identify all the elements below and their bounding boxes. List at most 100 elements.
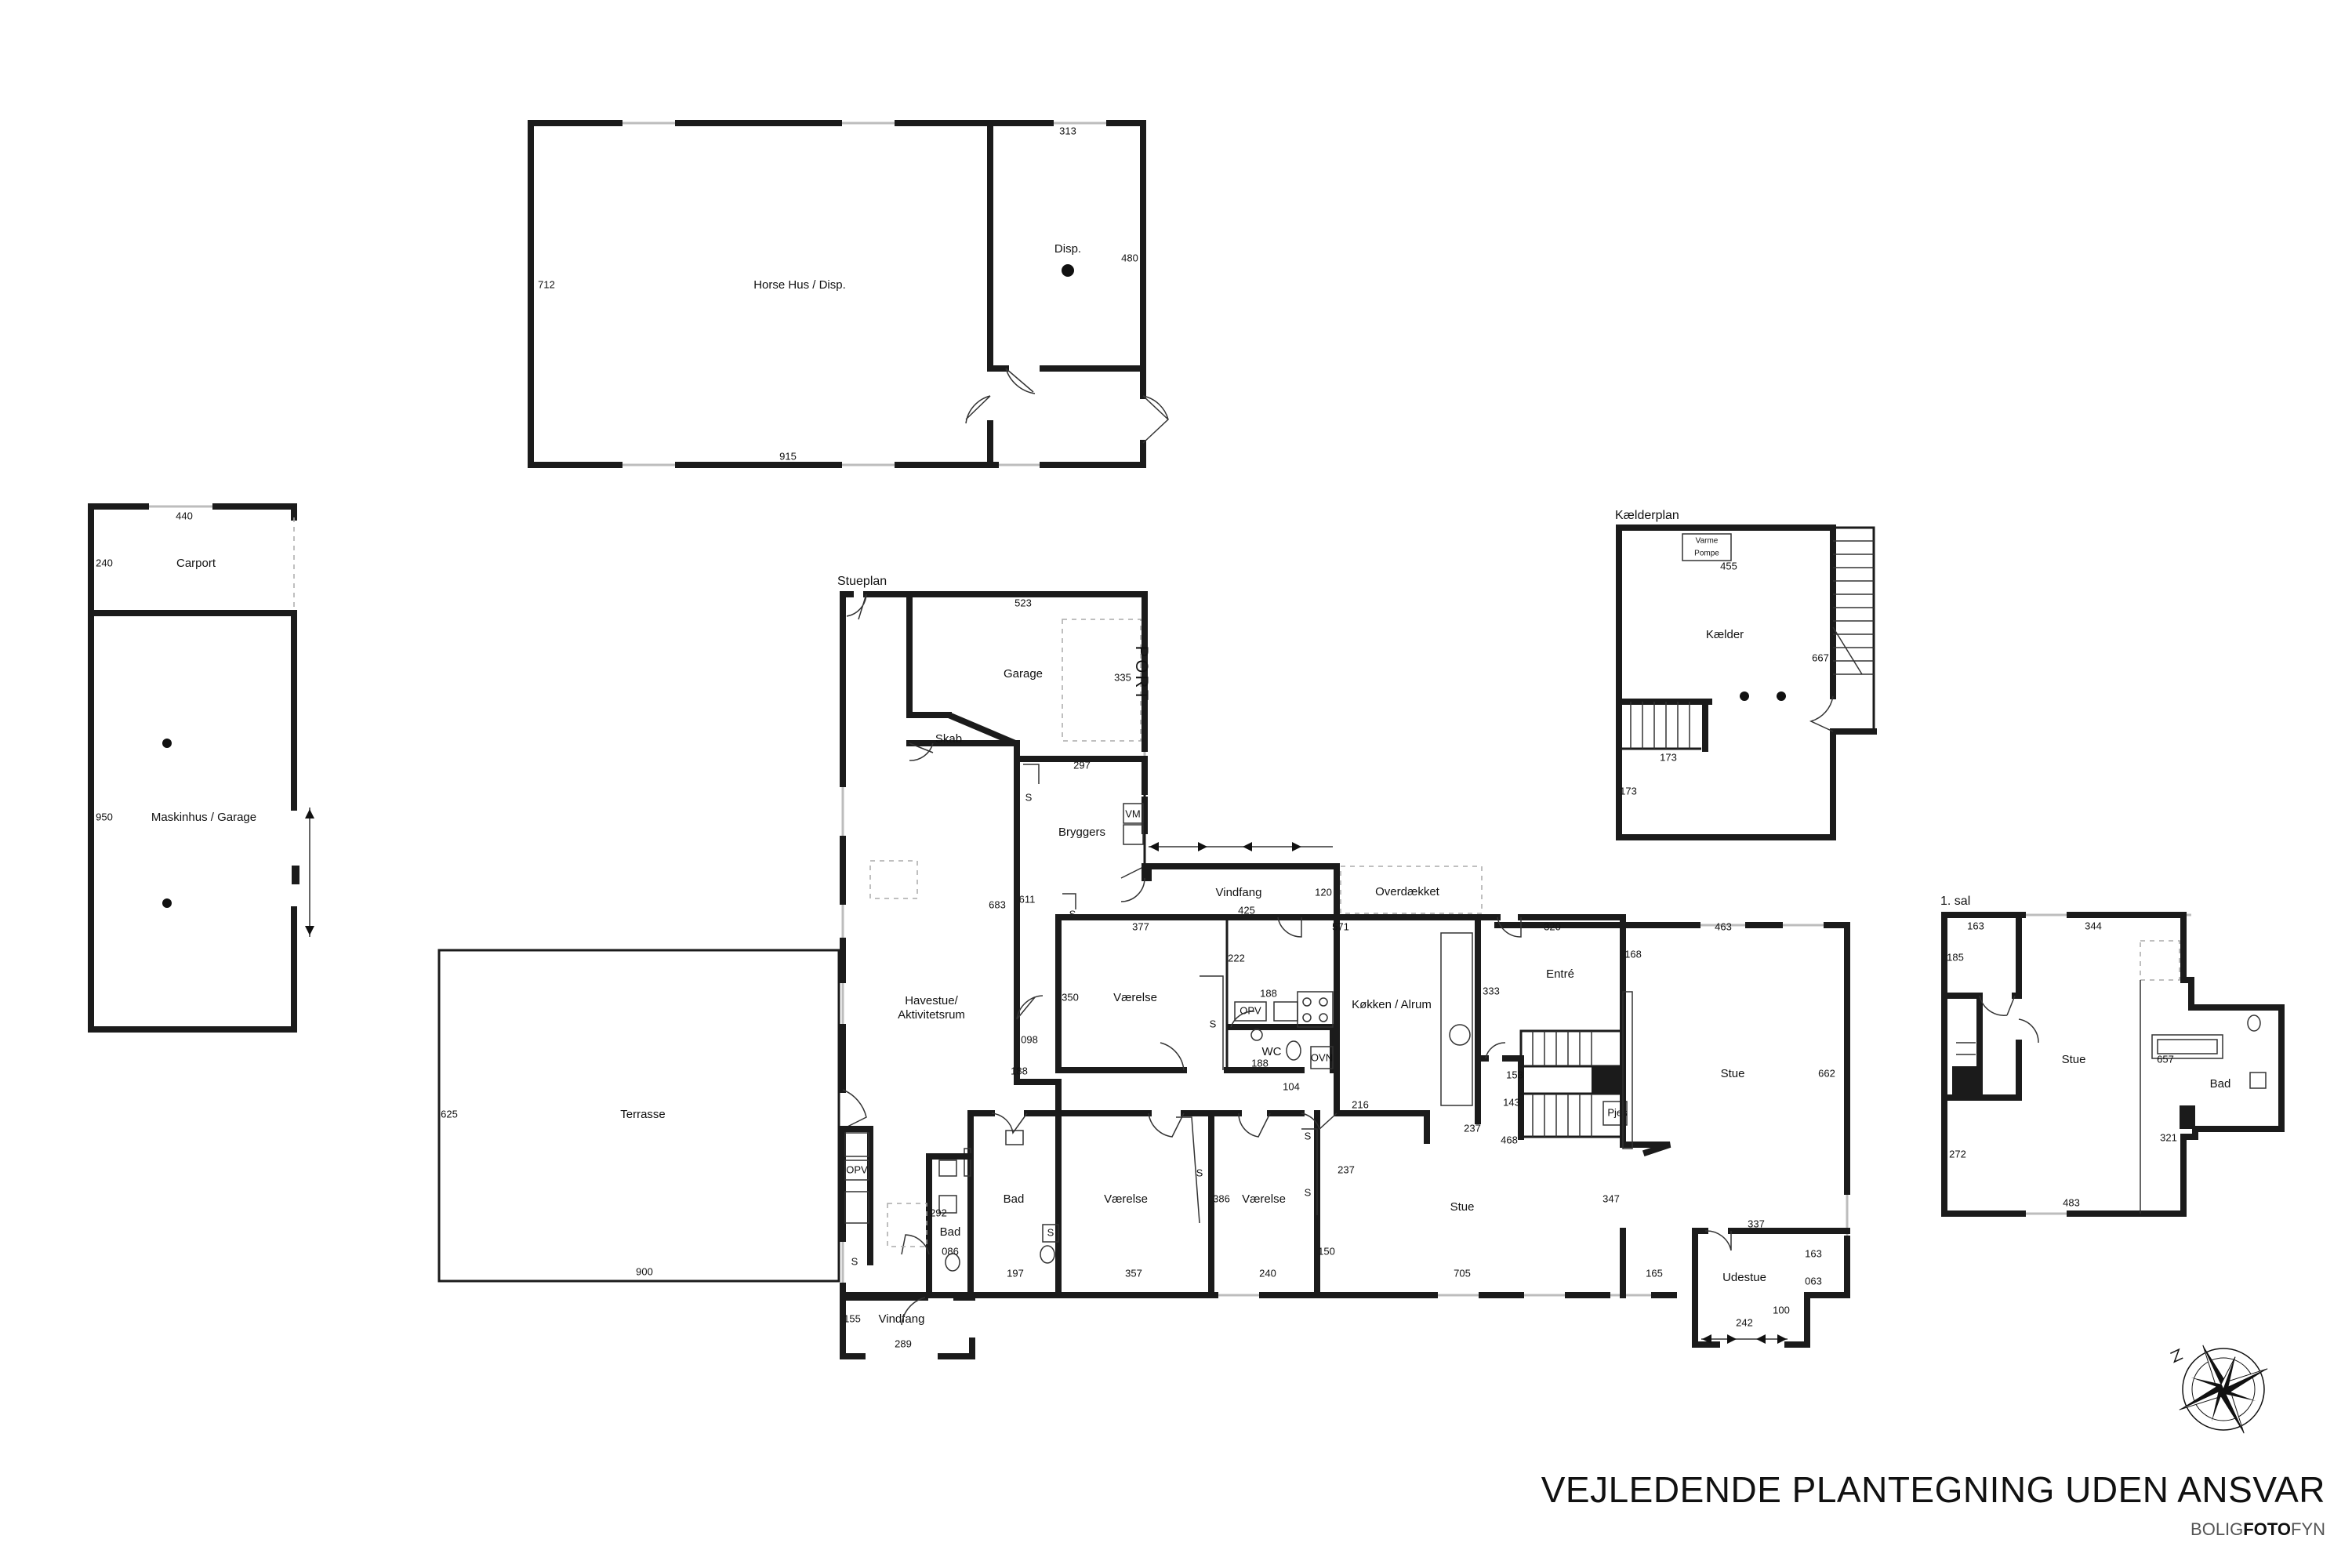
port-label: PORT bbox=[1132, 646, 1152, 703]
dim-104: 104 bbox=[1283, 1080, 1300, 1092]
dim-143: 143 bbox=[1503, 1096, 1520, 1108]
dim-357: 357 bbox=[1125, 1267, 1142, 1279]
room-havestue-line2: Aktivitetsrum bbox=[898, 1008, 965, 1022]
fixture-varme-pompe-1: Varme bbox=[1696, 537, 1719, 546]
fixture-s-vaerelse3b: S bbox=[1305, 1186, 1312, 1198]
dim-vindfang-width: 425 bbox=[1238, 904, 1255, 916]
fixture-opv-small: OPV bbox=[846, 1163, 868, 1175]
kaelderplan: Kælderplan Varme Pompe Kælder 455 667 bbox=[1615, 509, 1877, 840]
dim-entre-width: 320 bbox=[1544, 920, 1561, 932]
room-carport: Carport bbox=[176, 557, 216, 570]
room-entre: Entré bbox=[1546, 967, 1574, 981]
terrasse: Terrasse 900 625 bbox=[437, 949, 840, 1283]
dim-188a: 188 bbox=[1011, 1065, 1028, 1076]
room-horse-hus: Horse Hus / Disp. bbox=[753, 278, 846, 292]
fixture-s-bryggers-2: S bbox=[1069, 908, 1076, 920]
fixture-s-bad: S bbox=[1047, 1226, 1054, 1238]
dim-168: 168 bbox=[1624, 948, 1642, 960]
room-wc: WC bbox=[1262, 1045, 1282, 1058]
room-terrasse: Terrasse bbox=[620, 1108, 666, 1121]
dim-stue-width: 463 bbox=[1715, 920, 1732, 932]
dim-100: 100 bbox=[1773, 1304, 1790, 1316]
fixture-vm: VM bbox=[1125, 808, 1141, 819]
dim-237a: 237 bbox=[1464, 1122, 1481, 1134]
room-stue-east: Stue bbox=[1721, 1067, 1745, 1080]
dim-468: 468 bbox=[1501, 1134, 1518, 1145]
dim-063: 063 bbox=[1805, 1275, 1822, 1287]
plan-title-stueplan: Stueplan bbox=[837, 575, 887, 588]
dim-705: 705 bbox=[1454, 1267, 1471, 1279]
dim-163: 163 bbox=[1805, 1247, 1822, 1259]
dim-337: 337 bbox=[1748, 1218, 1765, 1229]
room-skab: Skab bbox=[935, 732, 962, 746]
dim-garage-width: 523 bbox=[1014, 597, 1032, 608]
dim-197: 197 bbox=[1007, 1267, 1024, 1279]
dim-292: 292 bbox=[930, 1207, 947, 1218]
dim-222: 222 bbox=[1228, 952, 1245, 964]
dim-horse-depth: 712 bbox=[538, 278, 555, 290]
dim-086: 086 bbox=[942, 1245, 959, 1257]
room-bad-first: Bad bbox=[2210, 1077, 2231, 1091]
dim-150: 150 bbox=[1318, 1245, 1335, 1257]
dim-carport-depth: 240 bbox=[96, 557, 113, 568]
compass-rose-icon bbox=[2170, 1345, 2268, 1434]
dim-155: 155 bbox=[844, 1312, 861, 1324]
dim-havestue-depth: 683 bbox=[989, 898, 1006, 910]
fixture-s-bryggers: S bbox=[1025, 791, 1033, 803]
dim-173b: 173 bbox=[1620, 785, 1637, 797]
stueplan-main-house: Stueplan bbox=[837, 575, 1850, 1359]
dim-216: 216 bbox=[1352, 1098, 1369, 1110]
room-kaelder: Kælder bbox=[1706, 628, 1744, 641]
room-havestue-line1: Havestue/ bbox=[905, 994, 958, 1007]
brand-logo: BOLIGFOTOFYN bbox=[2190, 1519, 2325, 1539]
room-overdaekket: Overdækket bbox=[1375, 885, 1440, 898]
dim-carport-width: 440 bbox=[176, 510, 193, 521]
disclaimer-text: VEJLEDENDE PLANTEGNING UDEN ANSVAR bbox=[1541, 1469, 2325, 1510]
dim-terrasse-depth: 625 bbox=[441, 1108, 458, 1120]
room-stue-first: Stue bbox=[2062, 1053, 2086, 1066]
room-vindfang-top: Vindfang bbox=[1216, 886, 1262, 899]
dim-173a: 173 bbox=[1660, 751, 1677, 763]
fixture-s-vaerelse2: S bbox=[1196, 1167, 1203, 1178]
fixture-s-vaerelse1: S bbox=[1210, 1018, 1217, 1029]
brand-part-foto: FOTO bbox=[2243, 1519, 2291, 1539]
plan-title-kaelderplan: Kælderplan bbox=[1615, 509, 1679, 522]
dim-first-163: 163 bbox=[1967, 920, 1984, 931]
dim-disp-depth: 480 bbox=[1121, 252, 1138, 263]
dim-386: 386 bbox=[1213, 1192, 1230, 1204]
dim-disp-width: 313 bbox=[1059, 125, 1076, 136]
dim-bryggers-width: 297 bbox=[1073, 759, 1091, 771]
fixture-s-vaerelse3a: S bbox=[1305, 1130, 1312, 1142]
room-vaerelse-2: Værelse bbox=[1104, 1192, 1148, 1206]
dim-terrasse-width: 900 bbox=[636, 1265, 653, 1277]
fixture-varme-pompe-2: Pompe bbox=[1694, 550, 1719, 558]
room-koekken: Køkken / Alrum bbox=[1352, 998, 1432, 1011]
dim-347: 347 bbox=[1602, 1192, 1620, 1204]
room-stue-mid: Stue bbox=[1450, 1200, 1475, 1214]
fixture-opv-kitchen: OPV bbox=[1240, 1004, 1261, 1016]
dim-first-272: 272 bbox=[1949, 1148, 1966, 1160]
dim-098: 098 bbox=[1021, 1033, 1038, 1045]
fixture-s-havestue: S bbox=[851, 1255, 858, 1267]
dim-first-483: 483 bbox=[2063, 1196, 2080, 1208]
dim-165: 165 bbox=[1646, 1267, 1663, 1279]
room-vaerelse-1: Værelse bbox=[1113, 991, 1157, 1004]
fixture-ovn: OVN bbox=[1311, 1051, 1333, 1063]
dim-vaerelse1-width: 377 bbox=[1132, 920, 1149, 932]
maskinhus-building: Carport Maskinhus / Garage 440 240 950 bbox=[88, 503, 314, 1033]
dim-first-321: 321 bbox=[2160, 1131, 2177, 1143]
dim-kaelder-depth: 667 bbox=[1812, 652, 1829, 663]
dim-entre-depth: 333 bbox=[1483, 985, 1500, 996]
dim-kaelder-width: 455 bbox=[1720, 560, 1737, 572]
dim-289: 289 bbox=[895, 1338, 912, 1349]
room-vaerelse-3: Værelse bbox=[1242, 1192, 1286, 1206]
dim-vaerelse1-depth: 350 bbox=[1062, 991, 1079, 1003]
dim-bryggers-depth: 611 bbox=[1019, 893, 1036, 905]
dim-153: 153 bbox=[1506, 1069, 1523, 1080]
room-disp: Disp. bbox=[1054, 242, 1081, 256]
dim-first-185: 185 bbox=[1947, 951, 1964, 963]
dim-horse-width: 915 bbox=[779, 450, 797, 462]
room-bad-mid: Bad bbox=[1004, 1192, 1025, 1206]
room-maskinhus: Maskinhus / Garage bbox=[151, 811, 256, 824]
